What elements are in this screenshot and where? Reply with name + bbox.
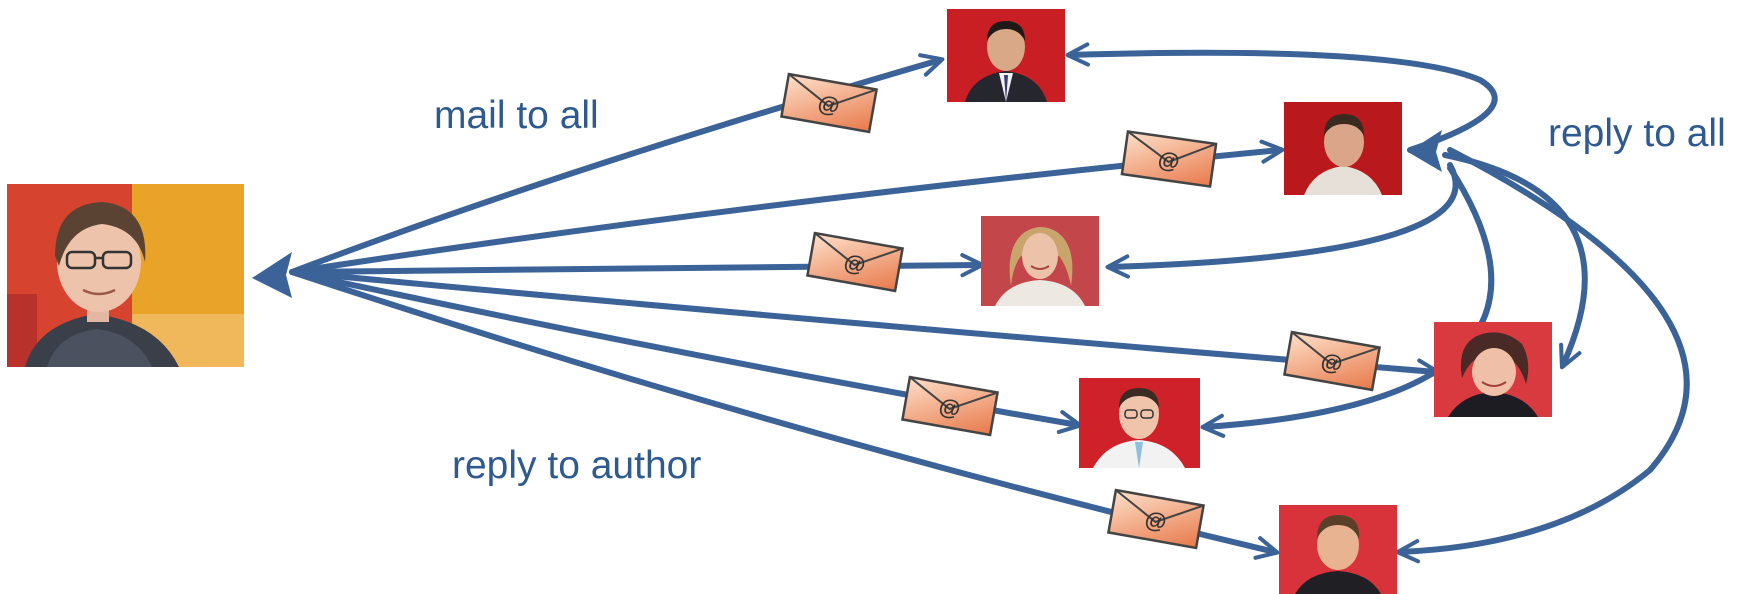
label-mail-to-all: mail to all <box>434 94 599 137</box>
label-reply-to-author: reply to author <box>452 444 702 487</box>
arrow-reply-to-recipient-4 <box>1442 152 1588 370</box>
envelope-at-icon: @ <box>1120 130 1218 188</box>
envelope-6: @ <box>1106 488 1206 550</box>
author-photo <box>7 184 244 367</box>
envelope-at-icon: @ <box>900 375 1000 437</box>
envelope-at-icon: @ <box>779 72 879 134</box>
recipient-4-photo <box>1434 322 1552 417</box>
arrow-mail-to-recipient-4 <box>289 269 1441 383</box>
envelope-at-icon: @ <box>1282 330 1382 392</box>
arrowhead-author <box>252 252 292 298</box>
arrow-reply-to-recipient-6 <box>1395 147 1690 564</box>
envelope-at-icon: @ <box>805 231 905 293</box>
svg-text:@: @ <box>1156 147 1181 175</box>
envelope-3: @ <box>805 231 905 293</box>
envelope-5: @ <box>900 375 1000 437</box>
envelope-4: @ <box>1282 330 1382 392</box>
svg-text:@: @ <box>937 393 962 421</box>
recipient-1-photo <box>947 9 1065 102</box>
arrow-reply-to-recipient-3 <box>1105 162 1459 279</box>
envelope-2: @ <box>1120 130 1218 188</box>
label-reply-to-all: reply to all <box>1548 112 1726 155</box>
envelope-at-icon: @ <box>1106 488 1206 550</box>
recipient-6-photo <box>1279 505 1397 594</box>
svg-text:@: @ <box>1319 348 1344 376</box>
envelope-1: @ <box>779 72 879 134</box>
arrow-reply-to-recipient-1 <box>1065 42 1498 153</box>
recipient-2-photo <box>1284 102 1402 195</box>
svg-text:@: @ <box>816 90 841 118</box>
svg-text:@: @ <box>842 249 867 277</box>
arrowhead-recipient-2 <box>1408 130 1442 172</box>
recipient-5-photo <box>1079 378 1200 468</box>
svg-text:@: @ <box>1143 506 1168 534</box>
recipient-3-photo <box>981 216 1099 306</box>
